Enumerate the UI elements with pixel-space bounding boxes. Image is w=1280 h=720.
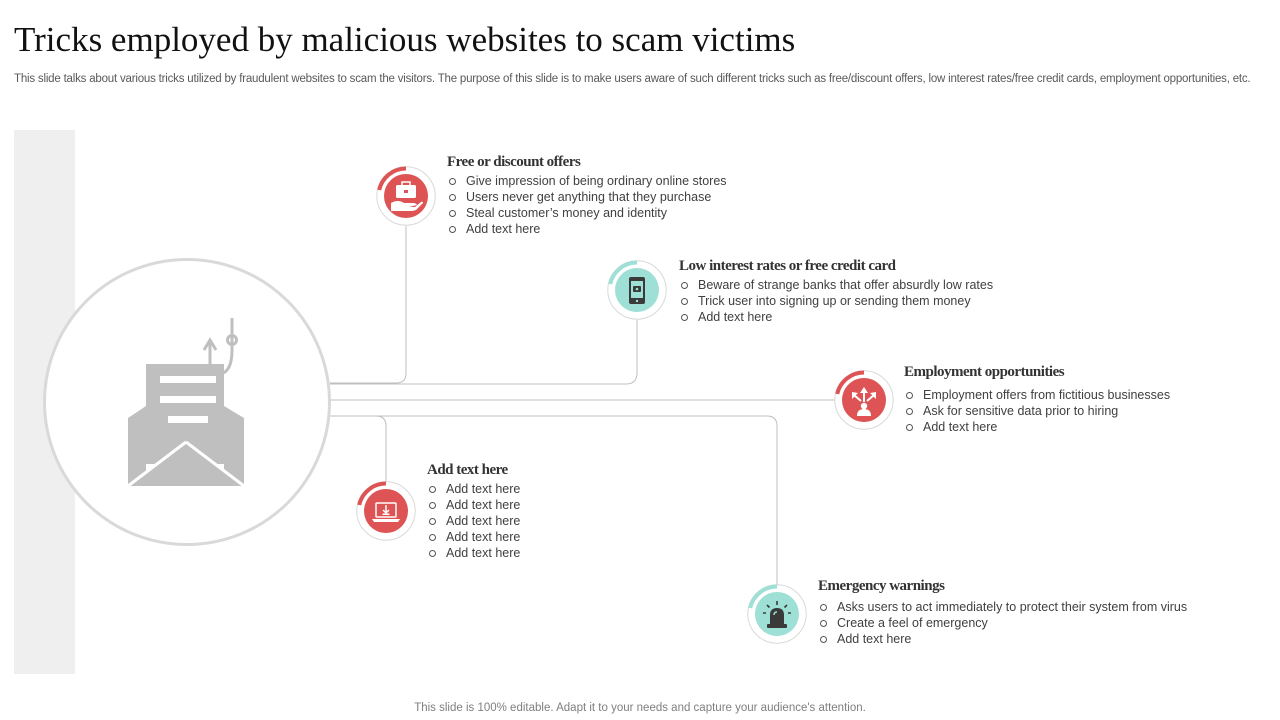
node-employment xyxy=(834,370,894,430)
node-free-offers xyxy=(376,166,436,226)
career-options-icon xyxy=(852,387,876,416)
item-add-text: Add text here Add text here Add text her… xyxy=(427,462,520,561)
central-circle xyxy=(43,258,331,546)
item-heading: Employment opportunities xyxy=(904,364,1065,380)
list-item: Add text here xyxy=(427,481,520,497)
item-low-interest: Low interest rates or free credit card B… xyxy=(679,258,993,325)
item-points: Asks users to act immediately to protect… xyxy=(818,599,1187,647)
connector-low-interest xyxy=(330,320,638,385)
list-item: Asks users to act immediately to protect… xyxy=(818,599,1187,615)
connector-free-offers xyxy=(330,226,407,384)
list-item: Beware of strange banks that offer absur… xyxy=(679,277,993,293)
list-item: Employment offers from fictitious busine… xyxy=(904,387,1170,403)
list-item: Add text here xyxy=(904,419,1170,435)
connector-add-text xyxy=(330,415,387,482)
briefcase-hand-icon xyxy=(391,181,423,211)
item-points: Beware of strange banks that offer absur… xyxy=(679,277,993,325)
list-item: Add text here xyxy=(427,513,520,529)
list-item: Users never get anything that they purch… xyxy=(447,189,727,205)
list-item: Create a feel of emergency xyxy=(818,615,1187,631)
list-item: Ask for sensitive data prior to hiring xyxy=(904,403,1170,419)
list-item: Add text here xyxy=(427,545,520,561)
item-points: Give impression of being ordinary online… xyxy=(447,173,727,237)
item-points: Employment offers from fictitious busine… xyxy=(904,387,1170,435)
list-item: Add text here xyxy=(818,631,1187,647)
item-heading: Emergency warnings xyxy=(818,578,945,594)
phishing-email-icon xyxy=(127,318,245,488)
list-item: Add text here xyxy=(679,309,993,325)
slide-subtitle: This slide talks about various tricks ut… xyxy=(14,73,1251,85)
connector-emergency xyxy=(330,415,778,586)
item-employment: Employment opportunities Employment offe… xyxy=(904,364,1170,435)
slide-title: Tricks employed by malicious websites to… xyxy=(14,20,796,59)
mobile-payment-icon xyxy=(629,277,645,304)
item-heading: Low interest rates or free credit card xyxy=(679,258,896,274)
list-item: Add text here xyxy=(427,529,520,545)
list-item: Steal customer’s money and identity xyxy=(447,205,727,221)
node-emergency xyxy=(747,584,807,644)
list-item: Trick user into signing up or sending th… xyxy=(679,293,993,309)
laptop-alert-icon xyxy=(372,502,400,522)
slide-footer: This slide is 100% editable. Adapt it to… xyxy=(414,702,866,714)
item-heading: Free or discount offers xyxy=(447,154,581,170)
node-add-text xyxy=(356,481,416,541)
item-heading: Add text here xyxy=(427,462,508,478)
siren-icon xyxy=(763,601,791,628)
list-item: Add text here xyxy=(447,221,727,237)
item-free-offers: Free or discount offers Give impression … xyxy=(447,154,727,237)
item-emergency: Emergency warnings Asks users to act imm… xyxy=(818,578,1187,647)
item-points: Add text here Add text here Add text her… xyxy=(427,481,520,561)
list-item: Add text here xyxy=(427,497,520,513)
list-item: Give impression of being ordinary online… xyxy=(447,173,727,189)
node-low-interest xyxy=(607,260,667,320)
